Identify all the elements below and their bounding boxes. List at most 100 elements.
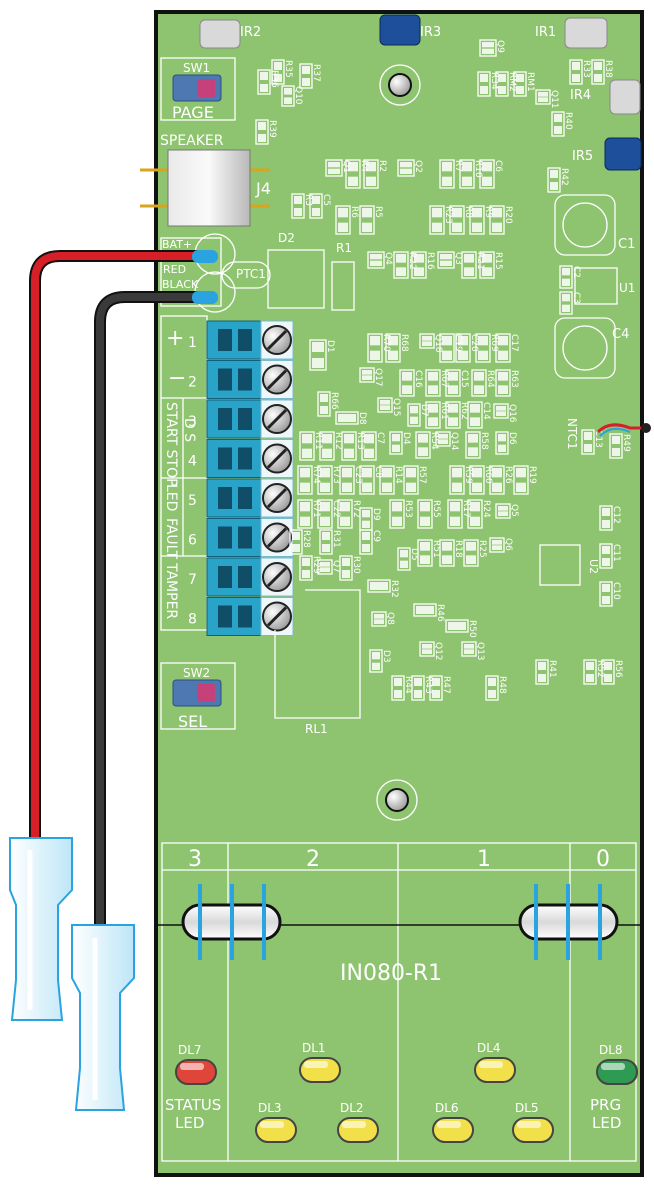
- svg-text:R35: R35: [283, 60, 293, 78]
- svg-text:R57: R57: [417, 466, 427, 484]
- svg-text:R25: R25: [477, 540, 487, 558]
- terminal-8[interactable]: 8: [188, 597, 294, 636]
- component-r41: R41: [535, 659, 557, 685]
- svg-text:R67: R67: [439, 370, 449, 388]
- relay-rl1: RL1: [274, 589, 361, 736]
- terminal-4[interactable]: 4: [188, 439, 294, 478]
- svg-text:RM2: RM2: [507, 72, 517, 92]
- terminal-number-1: 1: [188, 335, 197, 351]
- svg-text:C22: C22: [331, 500, 341, 518]
- svg-text:R26: R26: [503, 466, 513, 484]
- component-q15: Q15: [377, 397, 401, 417]
- svg-text:R12: R12: [333, 432, 343, 450]
- terminal-2[interactable]: 2: [188, 360, 294, 399]
- svg-text:R47: R47: [441, 676, 451, 694]
- terminal-7[interactable]: 7: [188, 557, 294, 597]
- svg-text:R51: R51: [431, 540, 441, 558]
- svg-text:R34: R34: [489, 72, 499, 90]
- speaker-connector: SPEAKER J4: [140, 133, 271, 227]
- svg-text:R20: R20: [503, 206, 513, 224]
- svg-text:C10: C10: [611, 582, 621, 600]
- terminal-1[interactable]: 1: [188, 320, 294, 360]
- ntc1-sensor[interactable]: NTC1: [565, 418, 651, 450]
- svg-text:R40: R40: [563, 112, 573, 130]
- svg-text:R64: R64: [485, 370, 495, 388]
- svg-text:BLACK: BLACK: [162, 278, 199, 291]
- svg-text:DL7: DL7: [178, 1043, 202, 1057]
- component-r62: R62: [445, 401, 469, 429]
- svg-text:C15: C15: [459, 370, 469, 388]
- component-q14: Q14: [435, 431, 459, 451]
- svg-text:R68: R68: [399, 334, 409, 352]
- component-r15: R15: [479, 251, 503, 279]
- svg-text:R53: R53: [403, 500, 413, 518]
- svg-text:D1: D1: [325, 340, 335, 353]
- zone-panel: 3 2 1 0 IN080-R1: [156, 842, 642, 1162]
- sw1-page-switch[interactable]: SW1 PAGE: [160, 57, 236, 122]
- component-d8: D8: [335, 411, 367, 425]
- status-led-label-1: STATUS: [165, 1096, 221, 1114]
- status-led-label-2: LED: [175, 1114, 204, 1132]
- board-name: IN080-R1: [340, 961, 442, 986]
- svg-text:R62: R62: [459, 402, 469, 420]
- component-r19: R19: [513, 465, 537, 495]
- ic-u1: U1: [574, 267, 635, 305]
- capacitor-c4: C4: [554, 317, 629, 379]
- svg-text:R29: R29: [311, 556, 321, 574]
- svg-text:R32: R32: [389, 580, 399, 598]
- component-r67: R67: [425, 369, 449, 397]
- svg-text:C14: C14: [481, 402, 491, 420]
- svg-text:Q17: Q17: [373, 368, 383, 387]
- svg-text:R11: R11: [313, 432, 323, 450]
- terminal-6[interactable]: 6: [188, 518, 294, 557]
- ir2-sensor: IR2: [199, 19, 261, 49]
- svg-text:C9: C9: [371, 530, 381, 542]
- svg-text:Q6: Q6: [503, 538, 513, 551]
- component-r3: R3: [291, 193, 313, 219]
- component-d7: D7: [407, 403, 429, 427]
- svg-text:U2: U2: [587, 559, 600, 574]
- component-r5: R5: [359, 205, 383, 235]
- component-r48: R48: [485, 675, 507, 701]
- prg-led-label-1: PRG: [590, 1096, 621, 1114]
- component-r58: R58: [465, 431, 489, 459]
- svg-text:R38: R38: [603, 60, 613, 78]
- prg-led-label-2: LED: [592, 1114, 621, 1132]
- svg-text:Q15: Q15: [391, 398, 401, 417]
- svg-text:R30: R30: [351, 556, 361, 574]
- svg-text:U1: U1: [619, 281, 635, 295]
- component-r36: R36: [257, 69, 279, 95]
- sw2-sel-switch[interactable]: SW2 SEL: [160, 662, 236, 731]
- svg-text:D4: D4: [401, 432, 411, 445]
- terminal-5[interactable]: 5: [188, 478, 294, 518]
- svg-text:IR3: IR3: [420, 25, 441, 40]
- svg-text:SW1: SW1: [183, 61, 210, 75]
- component-c20: C20: [455, 333, 479, 363]
- svg-text:Q9: Q9: [495, 40, 505, 53]
- svg-text:R56: R56: [613, 660, 623, 678]
- svg-text:R15: R15: [493, 252, 503, 270]
- component-r25: R25: [463, 539, 487, 567]
- component-r39: R39: [255, 119, 277, 145]
- terminal-group-minus: −: [168, 366, 186, 391]
- svg-text:Q10: Q10: [293, 86, 303, 105]
- component-d3: D3: [369, 649, 391, 673]
- ir1-sensor: IR1: [535, 17, 608, 49]
- terminal-number-2: 2: [188, 375, 197, 391]
- component-r33: R33: [569, 59, 591, 85]
- svg-text:R52: R52: [595, 660, 605, 678]
- component-r7: R7: [439, 159, 463, 189]
- terminal-number-5: 5: [188, 493, 197, 509]
- component-r28: R28: [289, 529, 311, 555]
- component-r42: R42: [547, 167, 569, 193]
- component-r32: R32: [367, 579, 399, 598]
- red-wire: [29, 250, 218, 850]
- svg-text:D9: D9: [371, 508, 381, 521]
- component-r51: R51: [417, 539, 441, 567]
- terminal-3[interactable]: 3: [188, 399, 294, 439]
- svg-text:R61: R61: [439, 402, 449, 420]
- svg-text:R24: R24: [481, 500, 491, 518]
- svg-text:R33: R33: [581, 60, 591, 78]
- svg-text:R3: R3: [303, 194, 313, 206]
- svg-text:D7: D7: [419, 404, 429, 417]
